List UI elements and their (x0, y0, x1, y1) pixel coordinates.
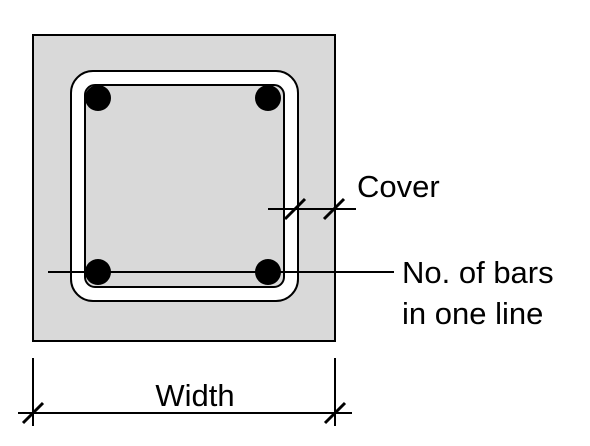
rebar-top-right (255, 85, 281, 111)
cover-dimension (268, 197, 356, 221)
bars-label-line1: No. of bars (402, 255, 554, 290)
width-tick-left (21, 401, 45, 425)
width-dimension (18, 358, 352, 426)
concrete-core (84, 84, 285, 288)
rebars (85, 85, 281, 285)
width-label: Width (155, 378, 234, 413)
rebar-bottom-right (255, 259, 281, 285)
cover-label: Cover (357, 169, 440, 204)
rebar-top-left (85, 85, 111, 111)
rebar-bottom-left (85, 259, 111, 285)
cover-tick-inner (283, 197, 307, 221)
cover-tick-outer (322, 197, 346, 221)
width-tick-right (323, 401, 347, 425)
bars-label-line2: in one line (402, 296, 543, 331)
